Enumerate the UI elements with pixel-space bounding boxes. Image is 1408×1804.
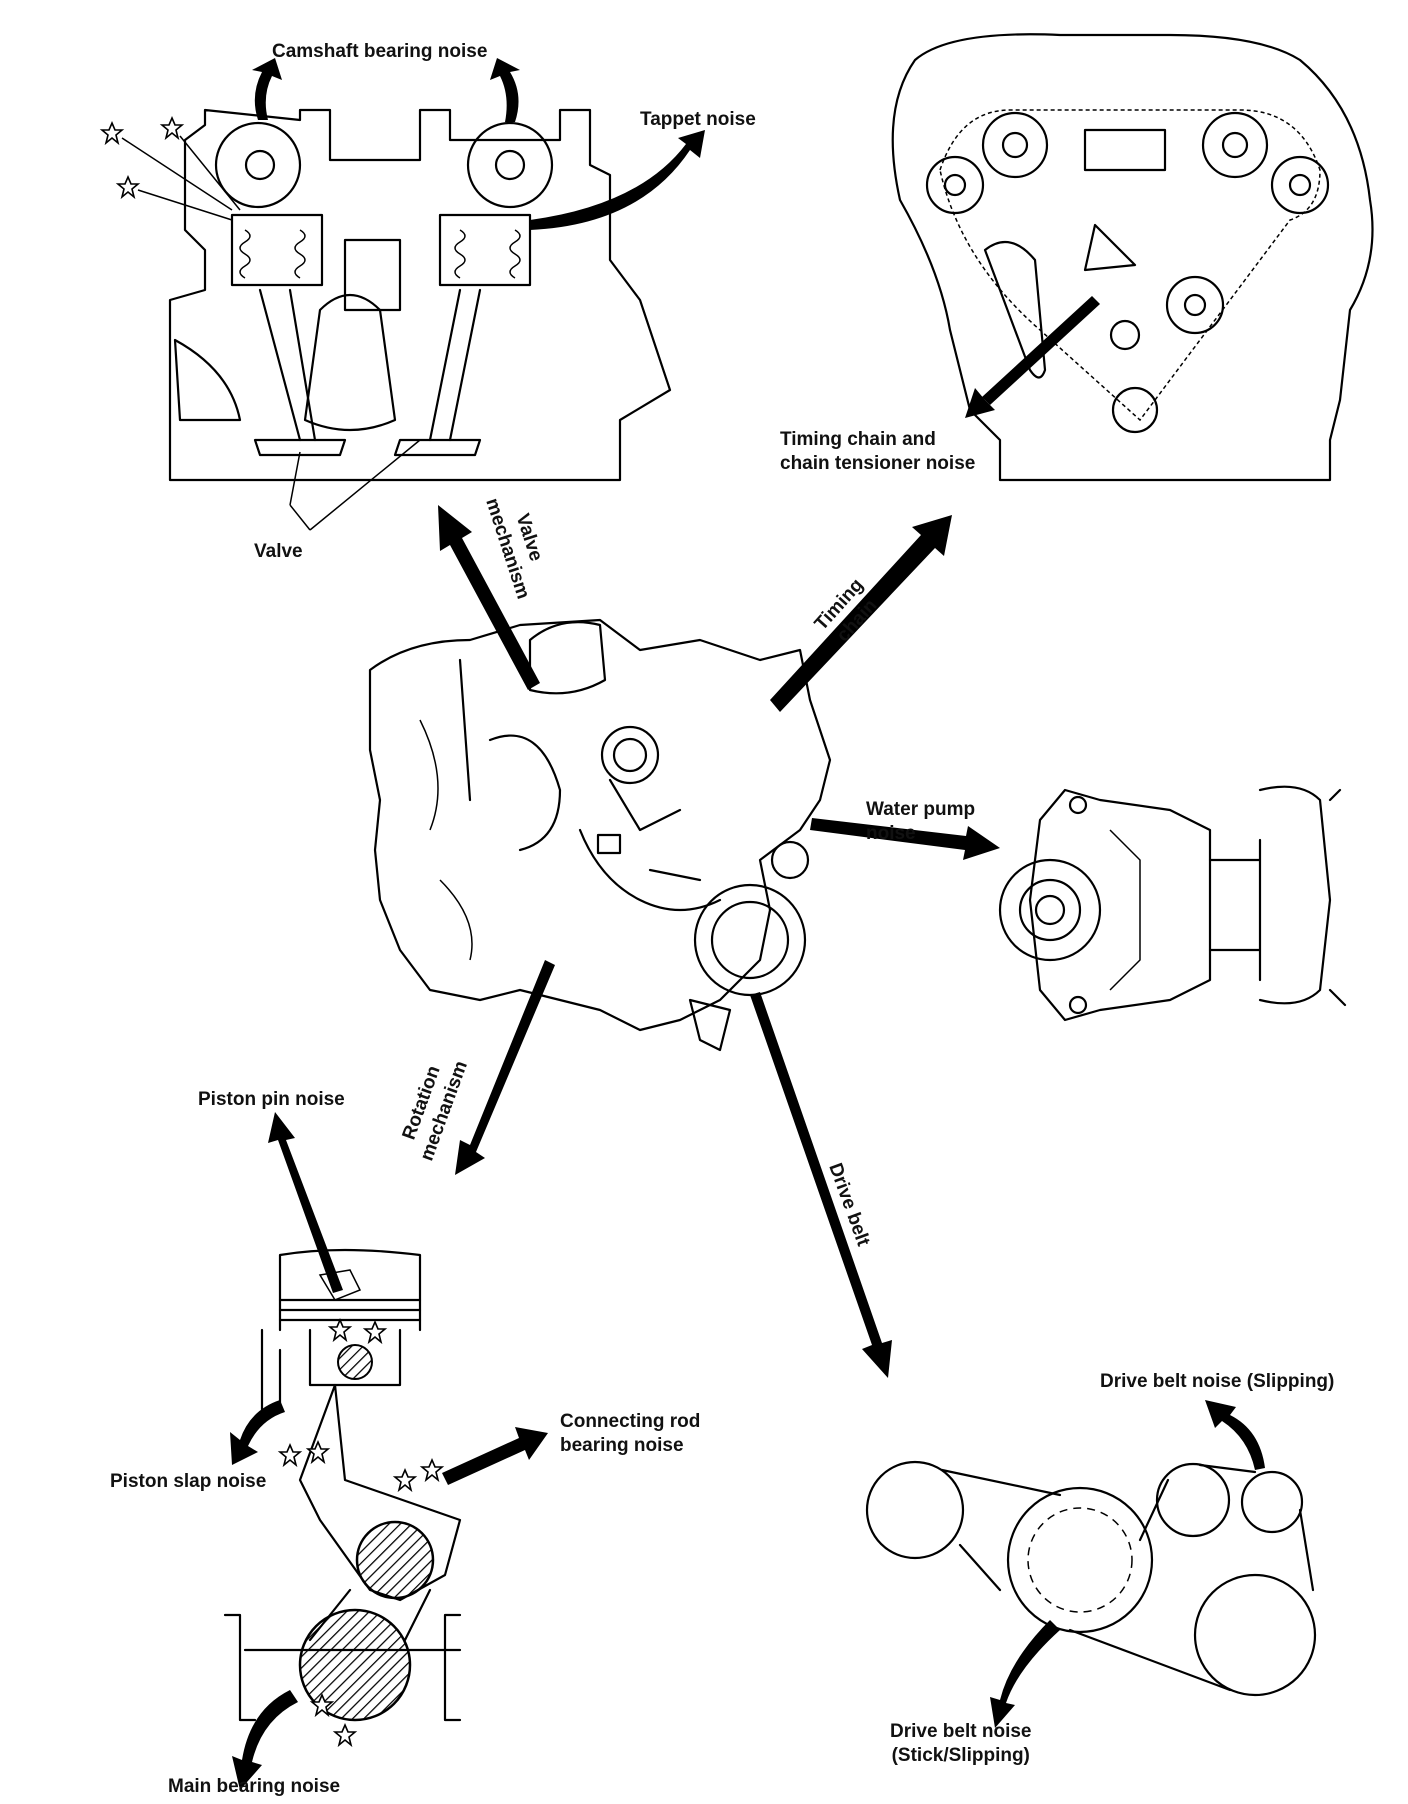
drive-belt-noise-stick-label: Drive belt noise (Stick/Slipping)	[890, 1720, 1032, 1768]
tappet-noise-label: Tappet noise	[640, 109, 756, 130]
water-pump-illustration	[998, 785, 1347, 1022]
engine-block-illustration	[368, 618, 832, 1052]
direction-arrows	[438, 505, 1000, 1378]
timing-chain-illustration	[891, 33, 1374, 482]
timing-chain-tensioner-line-1: Timing chain and	[780, 429, 936, 450]
water-pump-line-1: Water pump	[866, 799, 976, 820]
main-bearing-noise-label: Main bearing noise	[168, 1776, 341, 1797]
water-pump-line-2: noise	[866, 823, 916, 844]
piston-pin-noise-label: Piston pin noise	[198, 1089, 345, 1110]
drive-belt-illustration	[865, 1400, 1317, 1728]
timing-chain-tensioner-line-2: chain tensioner noise	[780, 453, 976, 474]
connecting-rod-line-2: bearing noise	[560, 1435, 684, 1456]
piston-illustration	[223, 1112, 548, 1790]
water-pump-noise-label: Water pump noise	[866, 798, 975, 846]
drive-belt-stick-line-2: (Stick/Slipping)	[891, 1745, 1030, 1766]
piston-slap-noise-label: Piston slap noise	[110, 1471, 267, 1492]
connecting-rod-bearing-noise-label: Connecting rod bearing noise	[560, 1410, 700, 1458]
drive-belt-stick-line-1: Drive belt noise	[890, 1721, 1032, 1742]
valve-label: Valve	[254, 541, 303, 562]
camshaft-bearing-noise-label: Camshaft bearing noise	[272, 41, 488, 62]
timing-chain-tensioner-label: Timing chain and chain tensioner noise	[780, 428, 975, 476]
connecting-rod-line-1: Connecting rod	[560, 1411, 701, 1432]
cylinder-head-illustration	[101, 58, 705, 531]
drive-belt-noise-slipping-label: Drive belt noise (Slipping)	[1100, 1371, 1335, 1392]
